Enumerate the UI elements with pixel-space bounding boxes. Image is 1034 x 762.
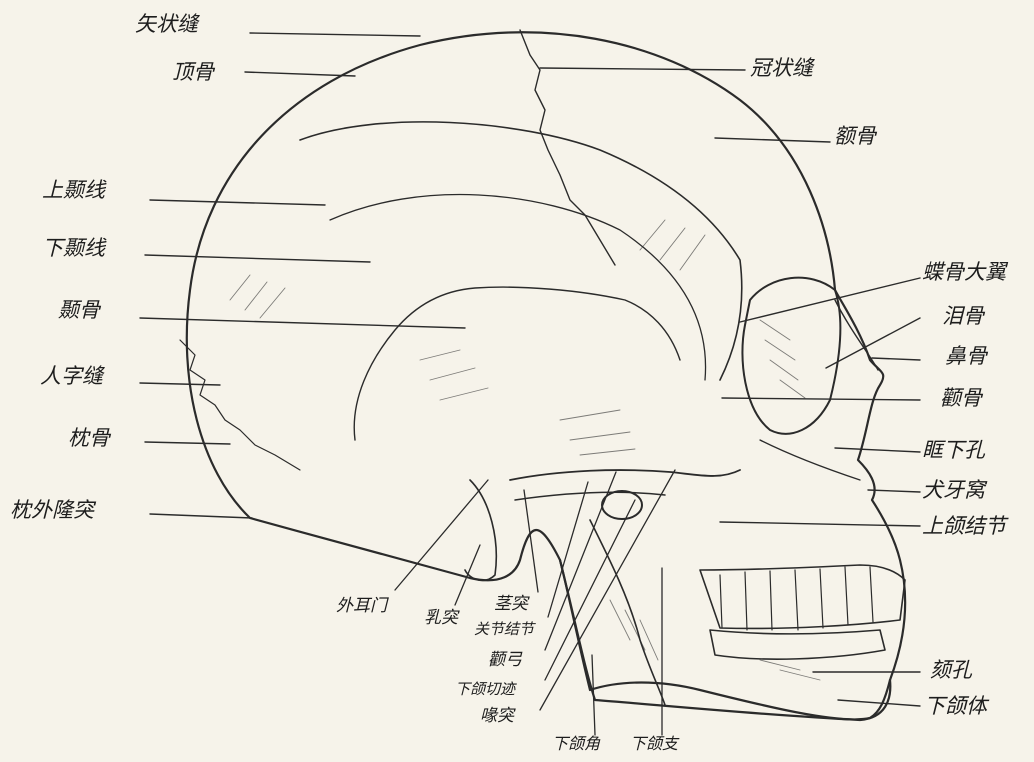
lower-teeth [710,630,885,659]
label-zygomatic-bone: 颧骨 [940,388,982,409]
leader-external-occipital-protuberance [150,514,252,518]
leader-canine-fossa [868,490,920,492]
leader-coronoid [540,470,675,710]
leader-parietal-bone [245,72,355,76]
label-zygomatic-arch: 颧弓 [488,652,522,669]
label-coronal-suture: 冠状缝 [750,58,813,79]
leader-external-acoustic-meatus [395,480,488,590]
leader-zygomatic-bone [722,398,920,400]
label-infraorbital-foramen: 眶下孔 [922,440,985,461]
label-lacrimal-bone: 泪骨 [942,306,984,327]
label-mandibular-angle: 下颌角 [552,736,600,752]
leader-inferior-temporal-line [145,255,370,262]
coronal-suture-line [520,30,615,265]
leader-mandibular-notch [545,500,635,680]
label-mastoid-process: 乳突 [424,610,458,627]
label-sagittal-suture: 矢状缝 [135,14,198,35]
label-external-occipital-protuberance: 枕外隆突 [10,500,94,521]
ear-opening-shape [602,491,642,519]
label-external-acoustic-meatus: 外耳门 [336,598,387,615]
leader-mandible-body [838,700,920,706]
label-nasal-bone: 鼻骨 [945,346,987,367]
label-temporal-bone: 颞骨 [58,300,100,321]
leader-sagittal-suture [250,33,420,36]
label-canine-fossa: 犬牙窝 [922,480,985,501]
leader-lambdoid-suture [140,383,220,385]
label-inferior-temporal-line: 下颞线 [42,238,105,259]
label-mandible-body: 下颌体 [924,696,987,717]
leader-superior-temporal-line [150,200,325,205]
upper-teeth [700,565,905,628]
label-styloid-process: 茎突 [494,596,528,613]
label-occipital-bone: 枕骨 [68,428,110,449]
label-coronoid-process: 喙突 [480,708,514,725]
leader-infraorbital-foramen [835,448,920,452]
temporal-ridge [300,122,742,380]
label-mandibular-notch: 下颌切迹 [455,682,515,697]
label-parietal-bone: 顶骨 [172,62,214,83]
leader-occipital-bone [145,442,230,444]
label-articular-tubercle: 关节结节 [474,622,534,637]
label-mental-foramen: 颏孔 [930,660,972,681]
label-superior-temporal-line: 上颞线 [42,180,105,201]
label-mandibular-ramus: 下颌支 [630,736,678,752]
lambdoid-suture-line [180,340,300,470]
label-frontal-bone: 额骨 [834,126,876,147]
leader-frontal-bone [715,138,830,142]
label-lambdoid-suture: 人字缝 [40,366,103,387]
leader-zygomatic-arch [545,472,616,650]
label-maxillary-tuberosity: 上颌结节 [922,516,1006,537]
leader-maxillary-tuberosity [720,522,920,526]
label-greater-wing-sphenoid: 蝶骨大翼 [922,262,1006,283]
leader-coronal-suture [540,68,745,70]
leader-nasal-bone [872,358,920,360]
leader-temporal-bone [140,318,465,328]
squamous-suture [354,287,680,440]
zygomatic-arch-shape [510,470,740,480]
